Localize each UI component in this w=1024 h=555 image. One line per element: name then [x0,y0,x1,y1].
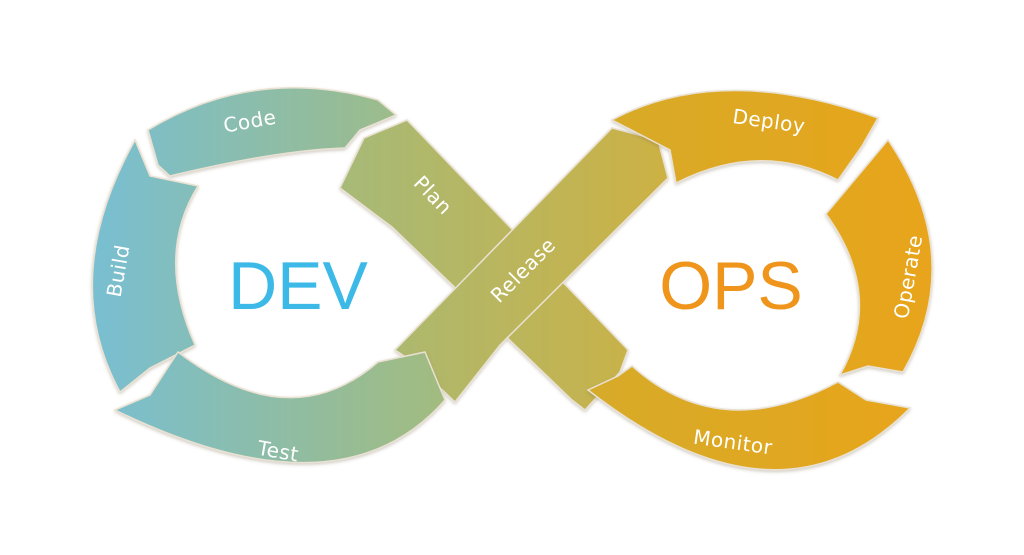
dev-title: DEV [228,248,368,324]
deploy-segment [610,89,880,185]
test-segment [113,350,446,464]
build-segment [91,138,200,394]
ops-title: OPS [659,248,803,324]
operate-segment [825,138,933,377]
code-segment [147,87,398,177]
dev-loop [91,87,446,464]
ops-loop [586,89,933,471]
monitor-segment [586,365,912,471]
